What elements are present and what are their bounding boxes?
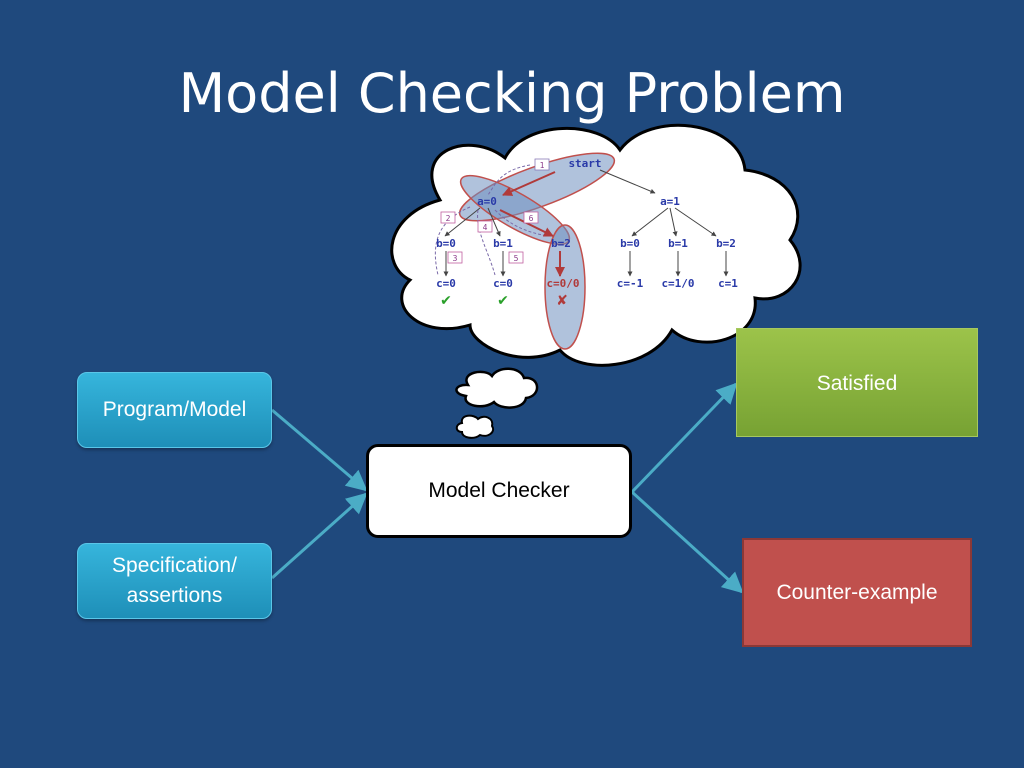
step-label-5: 5 — [514, 254, 519, 263]
satisfied-box: Satisfied — [736, 328, 978, 437]
check-icon-second: ✔ — [497, 293, 509, 309]
tree-node-c-one-div-zero: c=1/0 — [661, 277, 694, 290]
tree-node-b2-left: b=2 — [551, 237, 571, 250]
step-label-2: 2 — [446, 214, 451, 223]
tree-node-c-one: c=1 — [718, 277, 738, 290]
tree-node-a1: a=1 — [660, 195, 680, 208]
check-icon-first: ✔ — [440, 293, 452, 309]
arrow-spec-to-checker — [271, 492, 368, 580]
path-highlight — [458, 152, 616, 350]
tree-marks: ✔ ✔ ✘ — [440, 293, 568, 309]
specification-label-line2: assertions — [126, 584, 223, 607]
model-checker-box: Model Checker — [366, 444, 632, 538]
program-model-box: Program/Model — [77, 372, 272, 448]
specification-label-line1: Specification/ — [112, 554, 237, 577]
step-label-3: 3 — [453, 254, 458, 263]
arrow-program-to-checker — [271, 408, 368, 492]
tree-node-b0-left: b=0 — [436, 237, 456, 250]
step-labels: 1 2 3 4 5 6 — [440, 158, 550, 264]
page-title: Model Checking Problem — [178, 62, 846, 125]
thought-bubble-medium — [455, 367, 539, 409]
counter-example-box: Counter-example — [742, 538, 972, 647]
cross-icon: ✘ — [556, 293, 568, 309]
tree-node-a0: a=0 — [477, 195, 497, 208]
tree-node-c-minus-one: c=-1 — [617, 277, 644, 290]
tree-nodes: start a=0 a=1 b=0 b=1 b=2 b=0 b=1 b=2 c=… — [436, 157, 738, 290]
arrow-checker-to-satisfied — [630, 382, 738, 494]
tree-node-b0-right: b=0 — [620, 237, 640, 250]
step-label-4: 4 — [483, 223, 488, 232]
arrow-checker-to-counter — [630, 490, 744, 594]
specification-box: Specification/ assertions — [77, 543, 272, 619]
tree-edges — [443, 169, 729, 277]
satisfied-label: Satisfied — [816, 372, 898, 395]
thought-bubble-small — [455, 414, 494, 439]
tree-node-c0-first: c=0 — [436, 277, 456, 290]
step-label-1: 1 — [540, 161, 545, 170]
tree-node-c-div-zero: c=0/0 — [546, 277, 579, 290]
tree-dashed-edges — [434, 164, 549, 276]
step-label-6: 6 — [529, 214, 534, 223]
tree-node-b2-right: b=2 — [716, 237, 736, 250]
tree-node-b1-right: b=1 — [668, 237, 688, 250]
counter-example-label: Counter-example — [776, 580, 938, 604]
tree-node-b1-left: b=1 — [493, 237, 513, 250]
tree-node-start: start — [568, 157, 601, 170]
tree-node-c0-second: c=0 — [493, 277, 513, 290]
model-checker-label: Model Checker — [428, 479, 570, 502]
program-model-label: Program/Model — [102, 398, 247, 421]
